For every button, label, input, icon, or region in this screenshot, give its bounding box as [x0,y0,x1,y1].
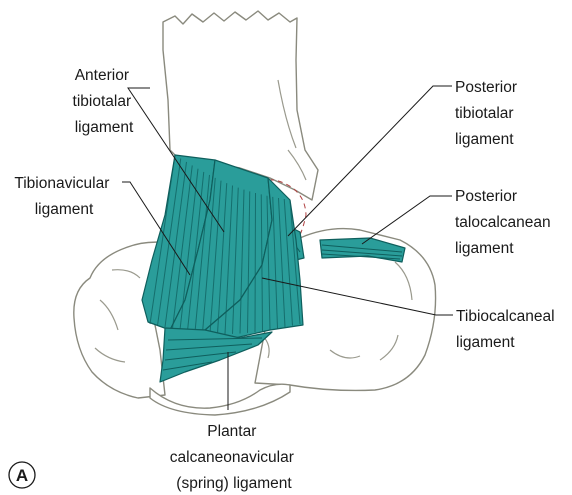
ligament-fiber [255,193,256,332]
panel-marker: A [9,462,35,488]
label-posterior-talocalcanean: Posterior talocalcanean ligament [455,188,555,257]
panel-letter: A [16,466,28,485]
label-posterior-tibiotalar: Posterior tibiotalar ligament [455,79,521,148]
label-tibiocalcaneal: Tibiocalcaneal ligament [456,308,559,351]
label-anterior-tibiotalar: Anterior tibiotalar ligament [73,67,136,136]
label-plantar-spring: Plantar calcaneonavicular (spring) ligam… [170,423,298,492]
spring-ligament [160,328,272,382]
label-tibionavicular: Tibionavicular ligament [14,175,113,218]
